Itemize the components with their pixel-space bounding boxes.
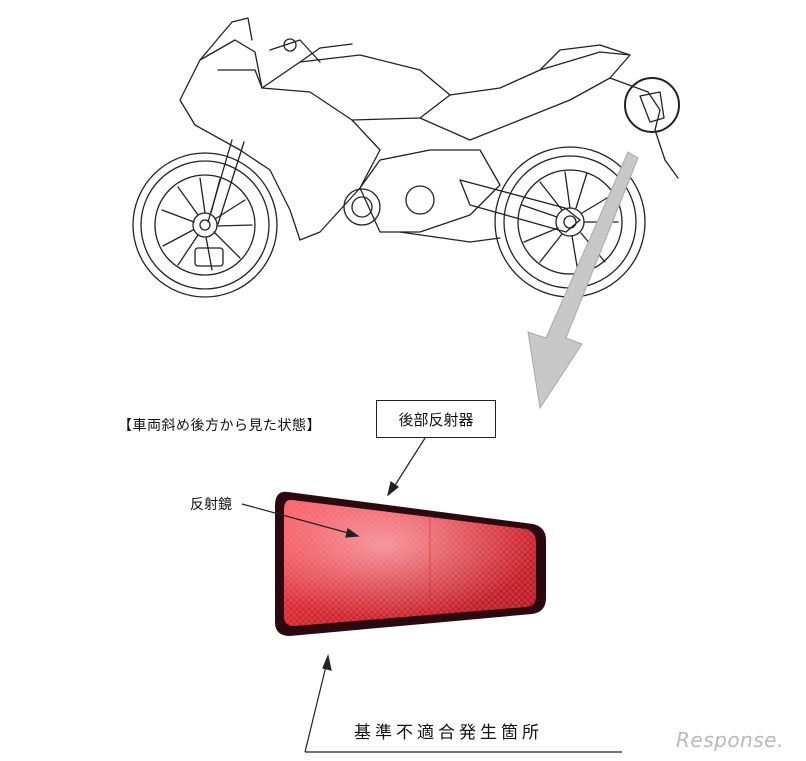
front-fork bbox=[207, 139, 245, 225]
seat-tail bbox=[419, 51, 631, 141]
pointer-lines bbox=[241, 437, 622, 753]
nonconformity-location-label: 基準不適合発生箇所 bbox=[354, 723, 543, 743]
swingarm bbox=[459, 179, 581, 233]
view-caption: 【車両斜め後方から見た状態】 bbox=[118, 418, 321, 434]
highlight-circle bbox=[624, 77, 680, 133]
rear-reflector-photo bbox=[275, 491, 546, 636]
fairing bbox=[179, 39, 381, 241]
callout-arrow bbox=[527, 151, 639, 410]
rear-reflector-label: 後部反射器 bbox=[376, 400, 496, 438]
front-wheel bbox=[132, 152, 278, 298]
response-watermark: Response. bbox=[676, 728, 784, 752]
engine bbox=[359, 149, 501, 233]
reflex-mirror-label: 反射鏡 bbox=[190, 497, 232, 513]
